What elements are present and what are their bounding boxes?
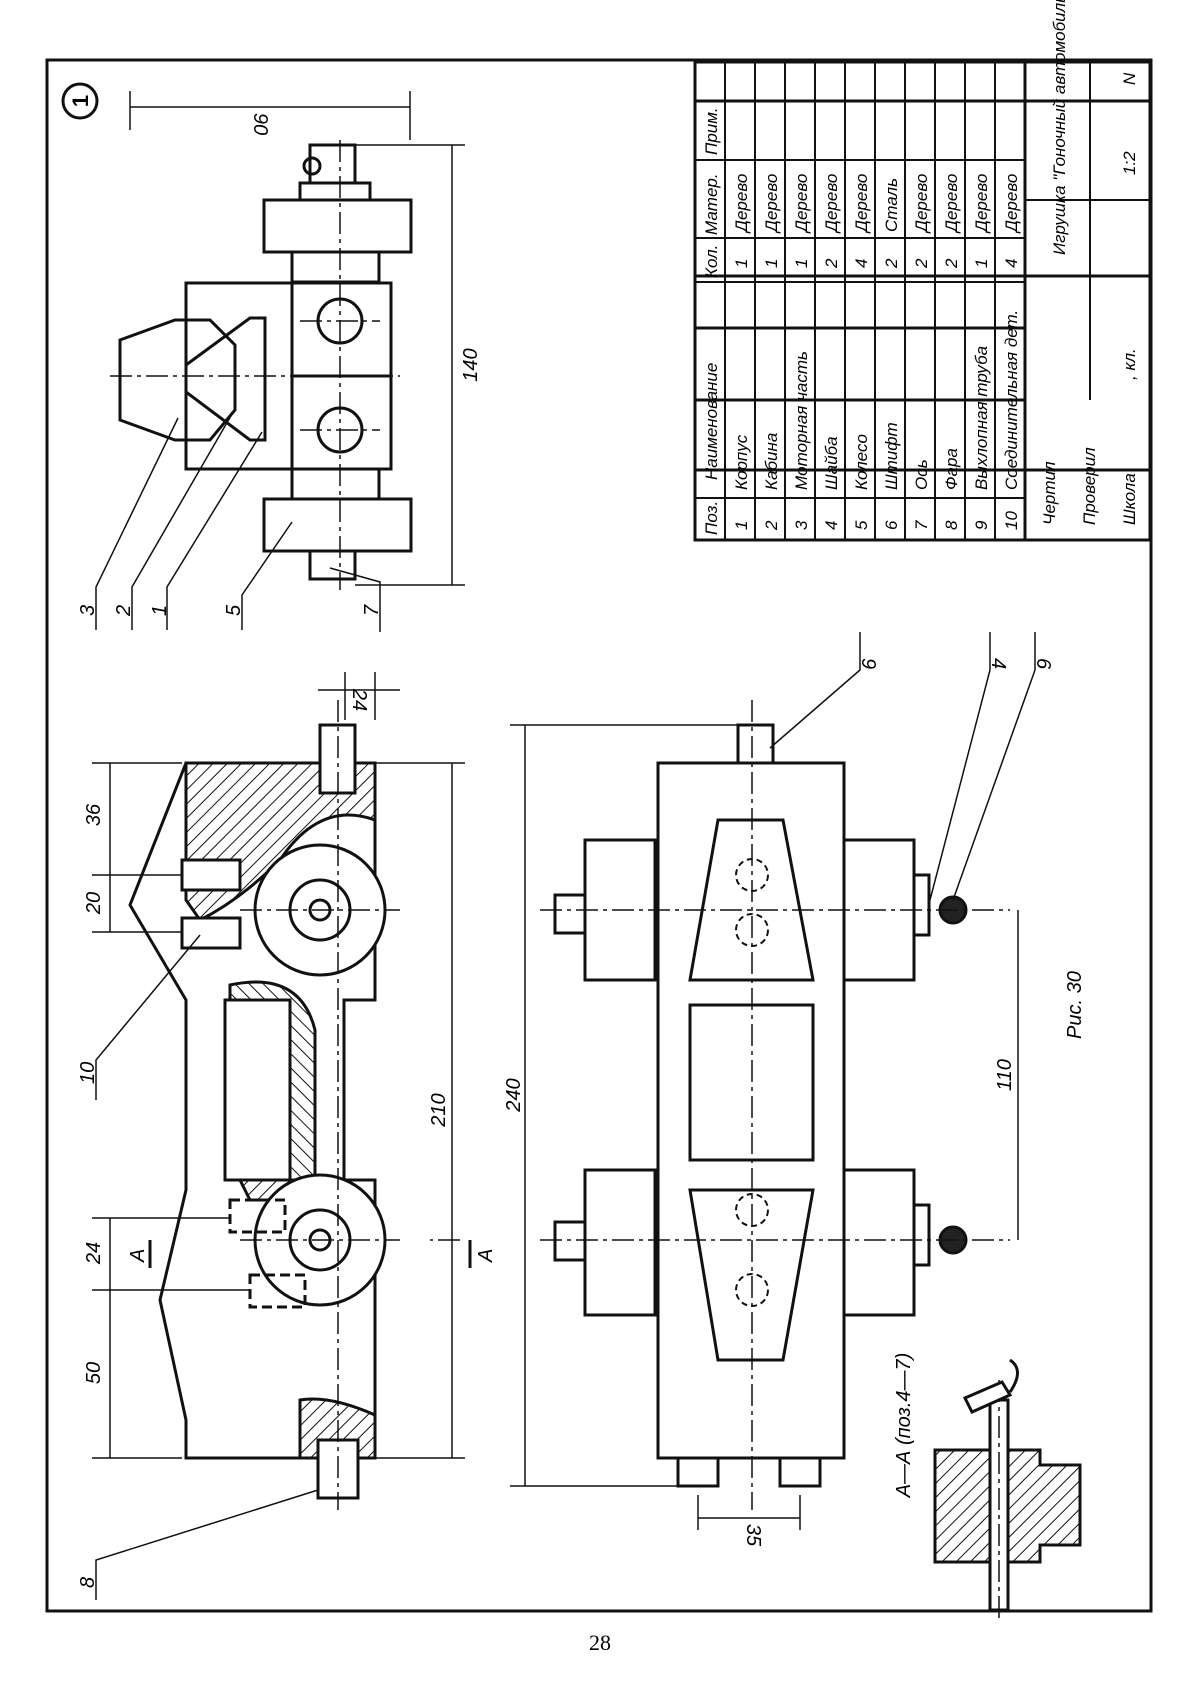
header-material: Матер. (702, 173, 721, 235)
row-qty: 4 (1002, 259, 1021, 268)
row-pos: 10 (1002, 511, 1021, 530)
row-name: Моторная часть (792, 351, 811, 490)
dim-side-20: 20 (83, 892, 105, 915)
row-pos: 9 (972, 520, 991, 530)
row-qty: 1 (792, 259, 811, 268)
section-label: А—А (поз.4—7) (893, 1353, 915, 1499)
title-number: N (1120, 72, 1139, 85)
side-view-leaders (95, 934, 319, 1600)
front-view (118, 143, 413, 581)
callout-4: 4 (987, 658, 1009, 669)
front-view-leaders (95, 413, 381, 632)
top-view-pins (938, 895, 968, 1255)
row-material: Дерево (732, 174, 751, 234)
row-material: Сталь (882, 178, 901, 232)
top-view (553, 723, 931, 1488)
row-qty: 2 (912, 258, 931, 269)
dim-side-50: 50 (83, 1362, 105, 1384)
dim-front-140: 140 (460, 348, 482, 381)
title-drawn: Чертил (1040, 461, 1059, 525)
callout-5: 5 (223, 604, 245, 616)
dim-top-110: 110 (994, 1059, 1016, 1091)
callout-10: 10 (77, 1062, 99, 1084)
top-view-leaders (769, 632, 1036, 901)
row-material: Дерево (762, 174, 781, 234)
row-qty: 1 (762, 259, 781, 268)
row-name: Выхлопная труба (972, 346, 991, 490)
row-pos: 5 (852, 520, 871, 530)
row-pos: 6 (882, 520, 901, 530)
row-pos: 7 (912, 520, 931, 530)
row-name: Штифт (882, 422, 901, 490)
top-view-centerlines (540, 700, 1010, 1510)
side-view-centerlines (240, 700, 460, 1510)
parts-table-text: Поз.НаименованиеКол.Матер.Прим.1Корпус1Д… (702, 107, 1021, 535)
title-scale: 1:2 (1120, 151, 1139, 175)
callout-6: 6 (1032, 658, 1054, 670)
row-material: Дерево (822, 174, 841, 234)
row-name: Корпус (732, 434, 751, 490)
row-material: Дерево (942, 174, 961, 234)
row-qty: 2 (882, 258, 901, 269)
cut-mark-right: А (475, 1249, 497, 1263)
row-material: Дерево (1002, 174, 1021, 234)
header-pos: Поз. (702, 501, 721, 535)
side-view (128, 723, 387, 1500)
dim-side-24b: 24 (348, 688, 370, 711)
cut-mark-left: А (127, 1249, 149, 1263)
row-qty: 1 (972, 259, 991, 268)
top-view-dimensions (510, 724, 1019, 1530)
row-name: Ось (912, 459, 931, 490)
header-name: Наименование (702, 363, 721, 480)
row-material: Дерево (972, 174, 991, 234)
row-qty: 2 (942, 258, 961, 269)
dim-top-35: 35 (742, 1524, 764, 1547)
row-name: Колесо (852, 434, 871, 490)
row-pos: 8 (942, 520, 961, 530)
row-name: Фара (942, 448, 961, 490)
row-pos: 4 (822, 521, 841, 530)
sheet-number-badge: 1 (61, 82, 99, 120)
dim-top-240: 240 (503, 1078, 525, 1112)
row-name: Кабина (762, 433, 781, 490)
callout-2: 2 (113, 605, 135, 617)
row-name: Соединительная дет. (1002, 310, 1021, 490)
row-name: Шайба (822, 436, 841, 490)
figure-caption: Рис. 30 (1064, 971, 1086, 1039)
sheet-number: 1 (68, 95, 93, 107)
parts-table-rows (694, 62, 1026, 540)
title-class: , кл. (1120, 348, 1139, 380)
side-view-dimensions (92, 672, 465, 1459)
row-pos: 1 (732, 521, 751, 530)
row-material: Дерево (792, 174, 811, 234)
front-view-centerlines (110, 140, 400, 590)
page-number: 28 (589, 1630, 611, 1655)
dim-side-210: 210 (428, 1093, 450, 1127)
header-qty: Кол. (702, 245, 721, 278)
callout-3: 3 (77, 605, 99, 616)
callout-1: 1 (149, 605, 171, 616)
callout-9: 9 (857, 658, 879, 669)
cut-marks (148, 1240, 472, 1268)
row-qty: 2 (822, 258, 841, 269)
row-qty: 4 (852, 259, 871, 268)
dim-side-36: 36 (83, 803, 105, 826)
row-pos: 2 (762, 520, 781, 531)
dim-front-90: 90 (249, 113, 271, 135)
header-note: Прим. (702, 107, 721, 155)
section-a-a (933, 1358, 1082, 1620)
callout-7: 7 (361, 604, 383, 616)
dim-side-24: 24 (83, 1242, 105, 1265)
title-school: Школа (1120, 473, 1139, 525)
title-checked: Проверил (1080, 447, 1099, 525)
front-view-dimensions (129, 91, 465, 586)
row-material: Дерево (912, 174, 931, 234)
sheet-frame (45, 58, 1153, 1613)
row-qty: 1 (732, 259, 751, 268)
row-material: Дерево (852, 174, 871, 234)
callout-8: 8 (77, 1577, 99, 1588)
row-pos: 3 (792, 520, 811, 530)
title-name: Игрушка "Гоночный автомобиль" (1050, 0, 1069, 255)
